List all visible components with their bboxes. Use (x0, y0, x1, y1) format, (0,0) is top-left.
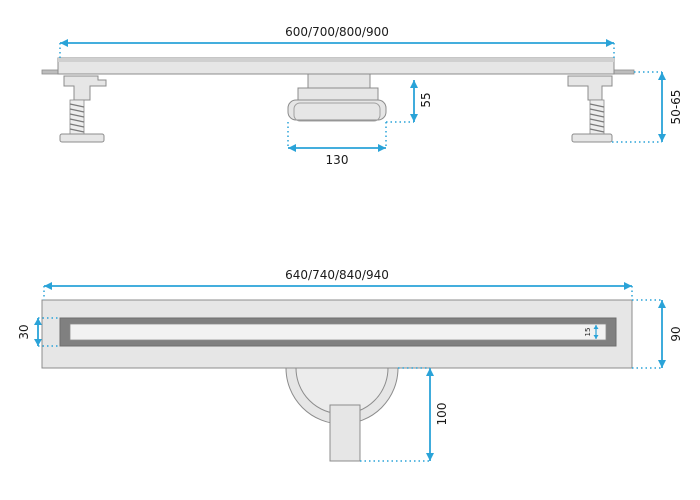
dim-slot-gap: 15 (584, 325, 599, 339)
dim-top-length: 640/740/840/940 (43, 268, 633, 300)
outlet-pipe (329, 404, 361, 462)
outlet-height-label: 55 (419, 92, 433, 107)
outlet-width-label: 130 (326, 153, 349, 167)
dim-slot-width: 30 (17, 317, 60, 347)
dim-outlet-width: 130 (287, 122, 387, 167)
slot-gap-label: 15 (584, 328, 592, 337)
channel-top-strip (58, 58, 614, 62)
side-view: 600/700/800/900 130 55 50-65 (41, 25, 683, 167)
dim-body-width: 90 (632, 299, 683, 369)
left-mounting-foot (59, 75, 107, 143)
outlet-flange (287, 99, 387, 121)
grate-insert (69, 323, 607, 341)
outlet-base (293, 102, 381, 122)
body-width-label: 90 (669, 326, 683, 341)
right-mounting-foot (567, 75, 613, 143)
dim-side-length: 600/700/800/900 (59, 25, 615, 58)
slot-width-label: 30 (17, 324, 31, 339)
dim-outlet-height: 55 (386, 80, 433, 123)
top-length-label: 640/740/840/940 (285, 268, 389, 282)
foot-height-label: 50-65 (669, 90, 683, 125)
side-length-label: 600/700/800/900 (285, 25, 389, 39)
dim-foot-height: 50-65 (612, 71, 683, 143)
top-view: 640/740/840/940 30 15 90 (17, 268, 683, 462)
outlet-depth-label: 100 (435, 403, 449, 426)
dim-outlet-depth: 100 (360, 367, 449, 462)
